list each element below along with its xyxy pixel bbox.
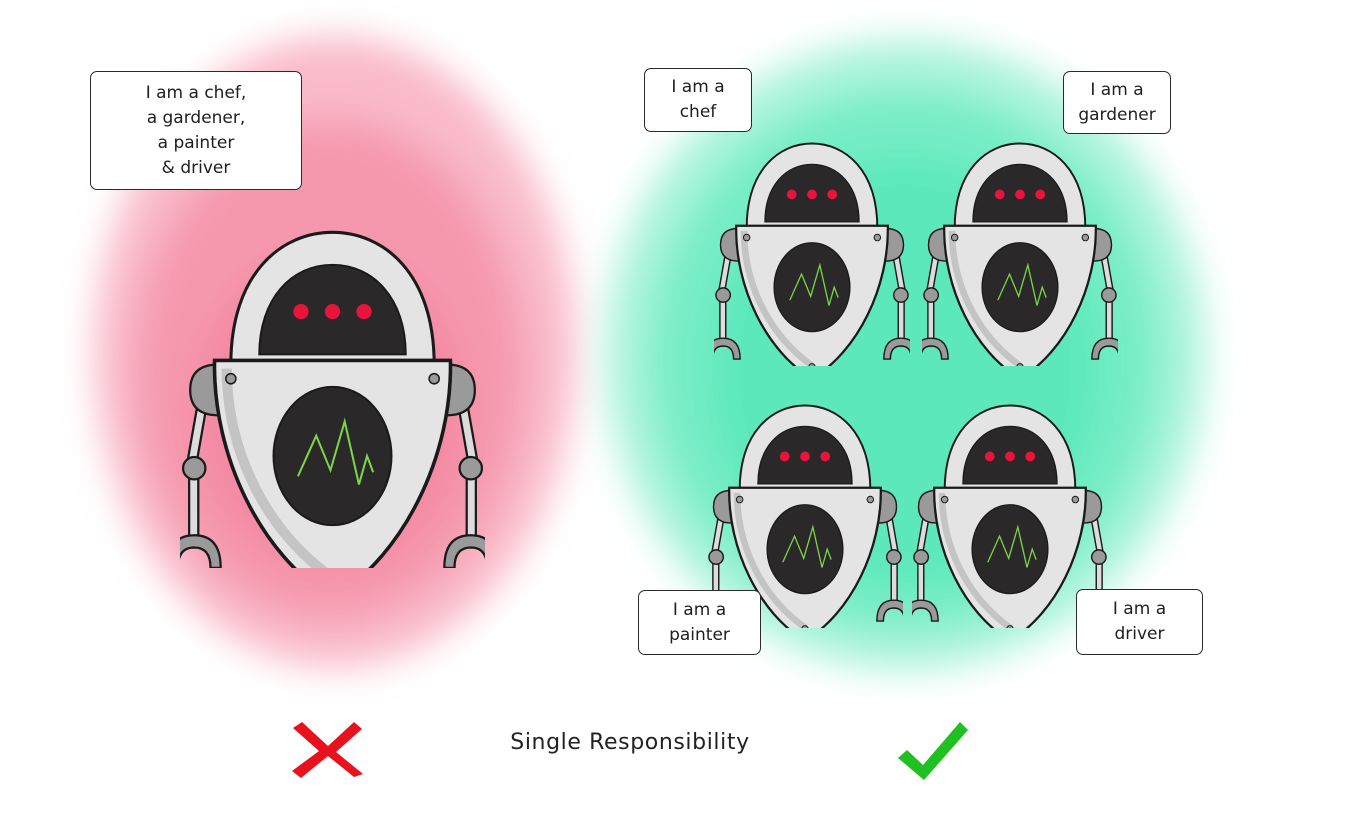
speech-bubble-driver: I am a driver — [1076, 589, 1203, 655]
speech-bubble-painter: I am a painter — [638, 590, 761, 655]
speech-bubble-line: chef — [679, 102, 717, 122]
cross-icon — [292, 722, 363, 778]
speech-bubble-line: I am a — [671, 77, 725, 97]
speech-bubble-line: gardener — [1078, 104, 1156, 125]
checkmark-icon — [898, 722, 968, 780]
speech-bubble-line: painter — [669, 624, 730, 645]
speech-bubble-multi-role: I am a chef, a gardener, a painter & dri… — [90, 71, 302, 190]
speech-bubble-line: a gardener, — [146, 107, 246, 128]
speech-bubble-chef: I am a chef — [644, 68, 752, 132]
right-panel-background — [605, 40, 1205, 670]
speech-bubble-line: I am a — [1112, 599, 1167, 619]
speech-bubble-line: I am a — [672, 599, 727, 620]
speech-bubble-gardener: I am a gardener — [1063, 71, 1171, 134]
speech-bubble-line: I am a — [1090, 79, 1144, 100]
speech-bubble-line: I am a chef, — [145, 82, 247, 103]
speech-bubble-line: driver — [1114, 624, 1165, 644]
speech-bubble-line: & driver — [161, 157, 231, 178]
diagram-caption: Single Responsibility — [510, 730, 750, 755]
speech-bubble-line: a painter — [157, 132, 235, 153]
